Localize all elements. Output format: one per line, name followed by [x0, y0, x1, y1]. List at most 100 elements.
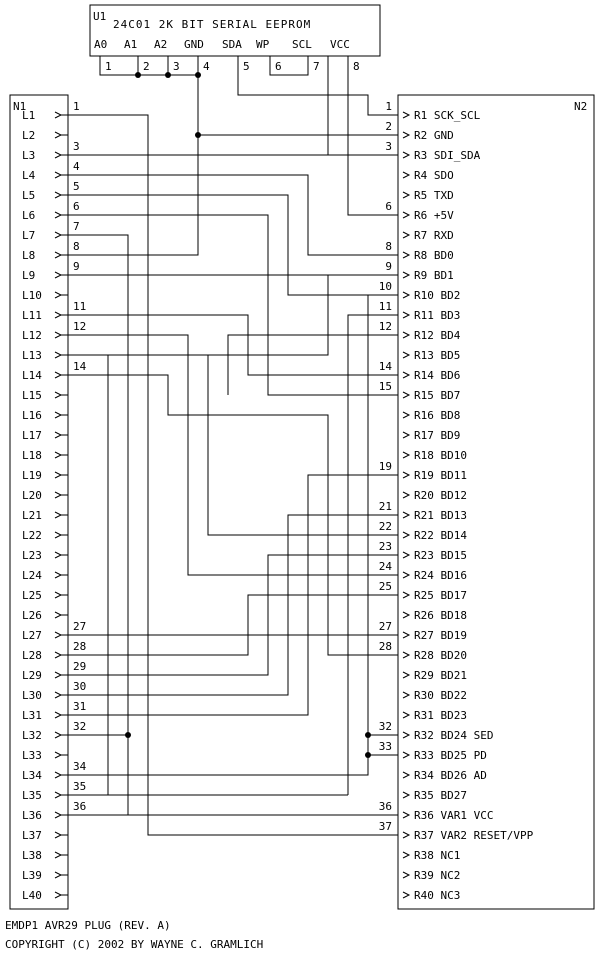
arrow-icon: [54, 891, 63, 899]
n2-pin-label: R29 BD21: [414, 669, 467, 682]
n2-pin-label: R8 BD0: [414, 249, 454, 262]
wire-number-label: 28: [379, 640, 392, 653]
junction-r33: [365, 752, 371, 758]
wire-number-label: 37: [379, 820, 392, 833]
n1-box: [9, 94, 69, 910]
arrow-icon: [402, 691, 411, 699]
arrow-icon: [402, 711, 411, 719]
n1-ref: N1: [13, 100, 26, 113]
arrow-icon: [54, 491, 63, 499]
net-l6-r15: [68, 214, 398, 396]
n2-pin-label: R24 BD16: [414, 569, 467, 582]
n2-pin-label: R13 BD5: [414, 349, 460, 362]
arrow-icon: [54, 351, 63, 359]
arrow-icon: [54, 871, 63, 879]
wire-number-label: 28: [73, 640, 86, 653]
u1-pin-number: 6: [275, 60, 282, 73]
n1-pin-label: L19: [22, 469, 42, 482]
wire-number-label: 11: [379, 300, 392, 313]
arrow-icon: [402, 611, 411, 619]
n1-pin-label: L33: [22, 749, 42, 762]
wire-number-label: 36: [73, 800, 86, 813]
u1-pin-number: 4: [203, 60, 210, 73]
u1-pin-number: 8: [353, 60, 360, 73]
u1-pin-label: VCC: [330, 38, 350, 51]
wire-number-label: 8: [73, 240, 80, 253]
arrow-icon: [402, 211, 411, 219]
wire-number-label: 32: [379, 720, 392, 733]
n1-pin-label: L4: [22, 169, 36, 182]
u1-pin-label: GND: [184, 38, 204, 51]
arrow-icon: [54, 451, 63, 459]
arrow-icon: [402, 631, 411, 639]
u1-pin-number: 1: [105, 60, 112, 73]
wire-number-label: 33: [379, 740, 392, 753]
n2-pin-label: R2 GND: [414, 129, 454, 142]
arrow-icon: [54, 771, 63, 779]
n2-pin-label: R18 BD10: [414, 449, 467, 462]
n1-pin-label: L20: [22, 489, 42, 502]
net-l5-r10: [68, 194, 398, 296]
n2-pin-label: R16 BD8: [414, 409, 460, 422]
wire-number-label: 24: [379, 560, 393, 573]
arrow-icon: [402, 451, 411, 459]
n2-ref: N2: [574, 100, 587, 113]
arrow-icon: [402, 491, 411, 499]
wire-number-label: 3: [385, 140, 392, 153]
wire-number-label: 3: [73, 140, 80, 153]
arrow-icon: [402, 791, 411, 799]
wire-number-label: 35: [73, 780, 86, 793]
u1-stub-sda: [237, 56, 398, 116]
arrow-icon: [402, 551, 411, 559]
arrow-icon: [54, 731, 63, 739]
arrow-icon: [402, 511, 411, 519]
wire-number-label: 34: [73, 760, 87, 773]
n1-pin-label: L27: [22, 629, 42, 642]
n1-pin-label: L37: [22, 829, 42, 842]
n1-pin-label: L13: [22, 349, 42, 362]
n2-pin-label: R26 BD18: [414, 609, 467, 622]
arrow-icon: [402, 371, 411, 379]
arrow-icon: [54, 831, 63, 839]
wire-number-label: 14: [379, 360, 393, 373]
net-l4-r8: [68, 174, 398, 256]
arrow-icon: [402, 391, 411, 399]
arrow-icon: [54, 391, 63, 399]
n1-pin-label: L18: [22, 449, 42, 462]
arrow-icon: [402, 351, 411, 359]
n1-pin-label: L30: [22, 689, 42, 702]
n2-pin-label: R5 TXD: [414, 189, 454, 202]
net-l14-r28: [68, 374, 398, 656]
u1-pin-label: WP: [256, 38, 270, 51]
net-l7-l36: [68, 234, 129, 816]
n1-pin-label: L16: [22, 409, 42, 422]
footer-title: EMDP1 AVR29 PLUG (REV. A): [5, 919, 171, 932]
junction-gnd: [195, 72, 201, 78]
u1-pin-label: A1: [124, 38, 137, 51]
arrow-icon: [54, 711, 63, 719]
wire-number-label: 5: [73, 180, 80, 193]
n1-pin-label: L23: [22, 549, 42, 562]
u1-stub-vcc: [347, 56, 398, 216]
n2-pin-label: R3 SDI_SDA: [414, 149, 481, 162]
u1-stub-a0: [99, 56, 138, 76]
wire-number-label: 21: [379, 500, 392, 513]
net-l12-r24: [68, 334, 398, 576]
arrow-icon: [54, 291, 63, 299]
arrow-icon: [54, 431, 63, 439]
n1-pin-label: L34: [22, 769, 42, 782]
arrow-icon: [402, 191, 411, 199]
wire-number-label: 7: [73, 220, 80, 233]
n1-pin-label: L5: [22, 189, 35, 202]
u1-pin-number: 2: [143, 60, 150, 73]
wire-number-label: 32: [73, 720, 86, 733]
arrow-icon: [402, 571, 411, 579]
wires: [68, 56, 398, 836]
n1-pin-label: L17: [22, 429, 42, 442]
arrow-icon: [54, 211, 63, 219]
n2-pin-label: R37 VAR2 RESET/VPP: [414, 829, 534, 842]
arrow-icon: [54, 331, 63, 339]
n1-pin-label: L10: [22, 289, 42, 302]
junction-a1: [135, 72, 141, 78]
